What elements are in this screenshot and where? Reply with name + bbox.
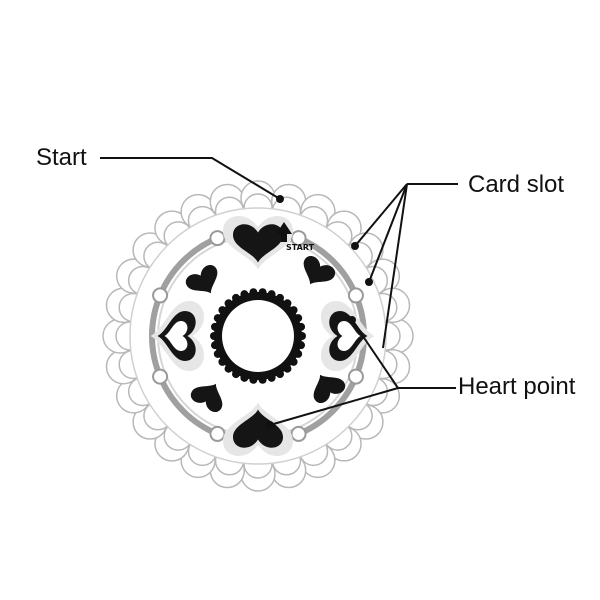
start-marker-text: START <box>286 243 315 252</box>
heart-icon <box>190 383 223 413</box>
card-slot <box>347 287 364 304</box>
heart-point <box>321 301 375 371</box>
card-slot-leader-2 <box>368 183 408 283</box>
heart-icon <box>313 374 346 404</box>
heart-point-dot-bottom <box>266 421 274 429</box>
card-slot <box>152 287 169 304</box>
start-leader-line <box>100 157 281 200</box>
corner-hearts <box>185 255 346 413</box>
heart-point <box>150 301 204 371</box>
start-label: Start <box>36 144 87 171</box>
card-slot <box>209 425 226 442</box>
card-slot-label: Card slot <box>468 171 565 198</box>
center-medallion <box>210 288 306 384</box>
start-leader-dot <box>276 195 284 203</box>
heart-icon <box>303 255 336 285</box>
heart-point <box>223 215 293 270</box>
callout-lines <box>100 157 458 429</box>
card-slots <box>152 230 364 442</box>
heart-icon <box>233 409 283 448</box>
card-slot-dot-2 <box>365 278 373 286</box>
heart-points <box>150 215 375 457</box>
heart-point <box>223 402 293 457</box>
start-marker: START <box>276 222 315 252</box>
heart-point-leader-lower <box>269 387 399 426</box>
heart-point-dot-right <box>348 316 356 324</box>
card-slot-dot-1 <box>351 242 359 250</box>
card-slot <box>209 230 226 247</box>
card-slot <box>152 368 169 385</box>
heart-icon <box>185 264 218 294</box>
heart-icon <box>233 224 283 263</box>
card-slot <box>290 230 307 247</box>
card-slot <box>290 425 307 442</box>
start-arrow-icon <box>276 222 292 242</box>
card-slot <box>347 368 364 385</box>
card-slot-leader-3 <box>382 183 408 349</box>
heart-point-label: Heart point <box>458 373 576 400</box>
center-hole <box>222 300 294 372</box>
card-slot-leader-1 <box>354 183 408 247</box>
